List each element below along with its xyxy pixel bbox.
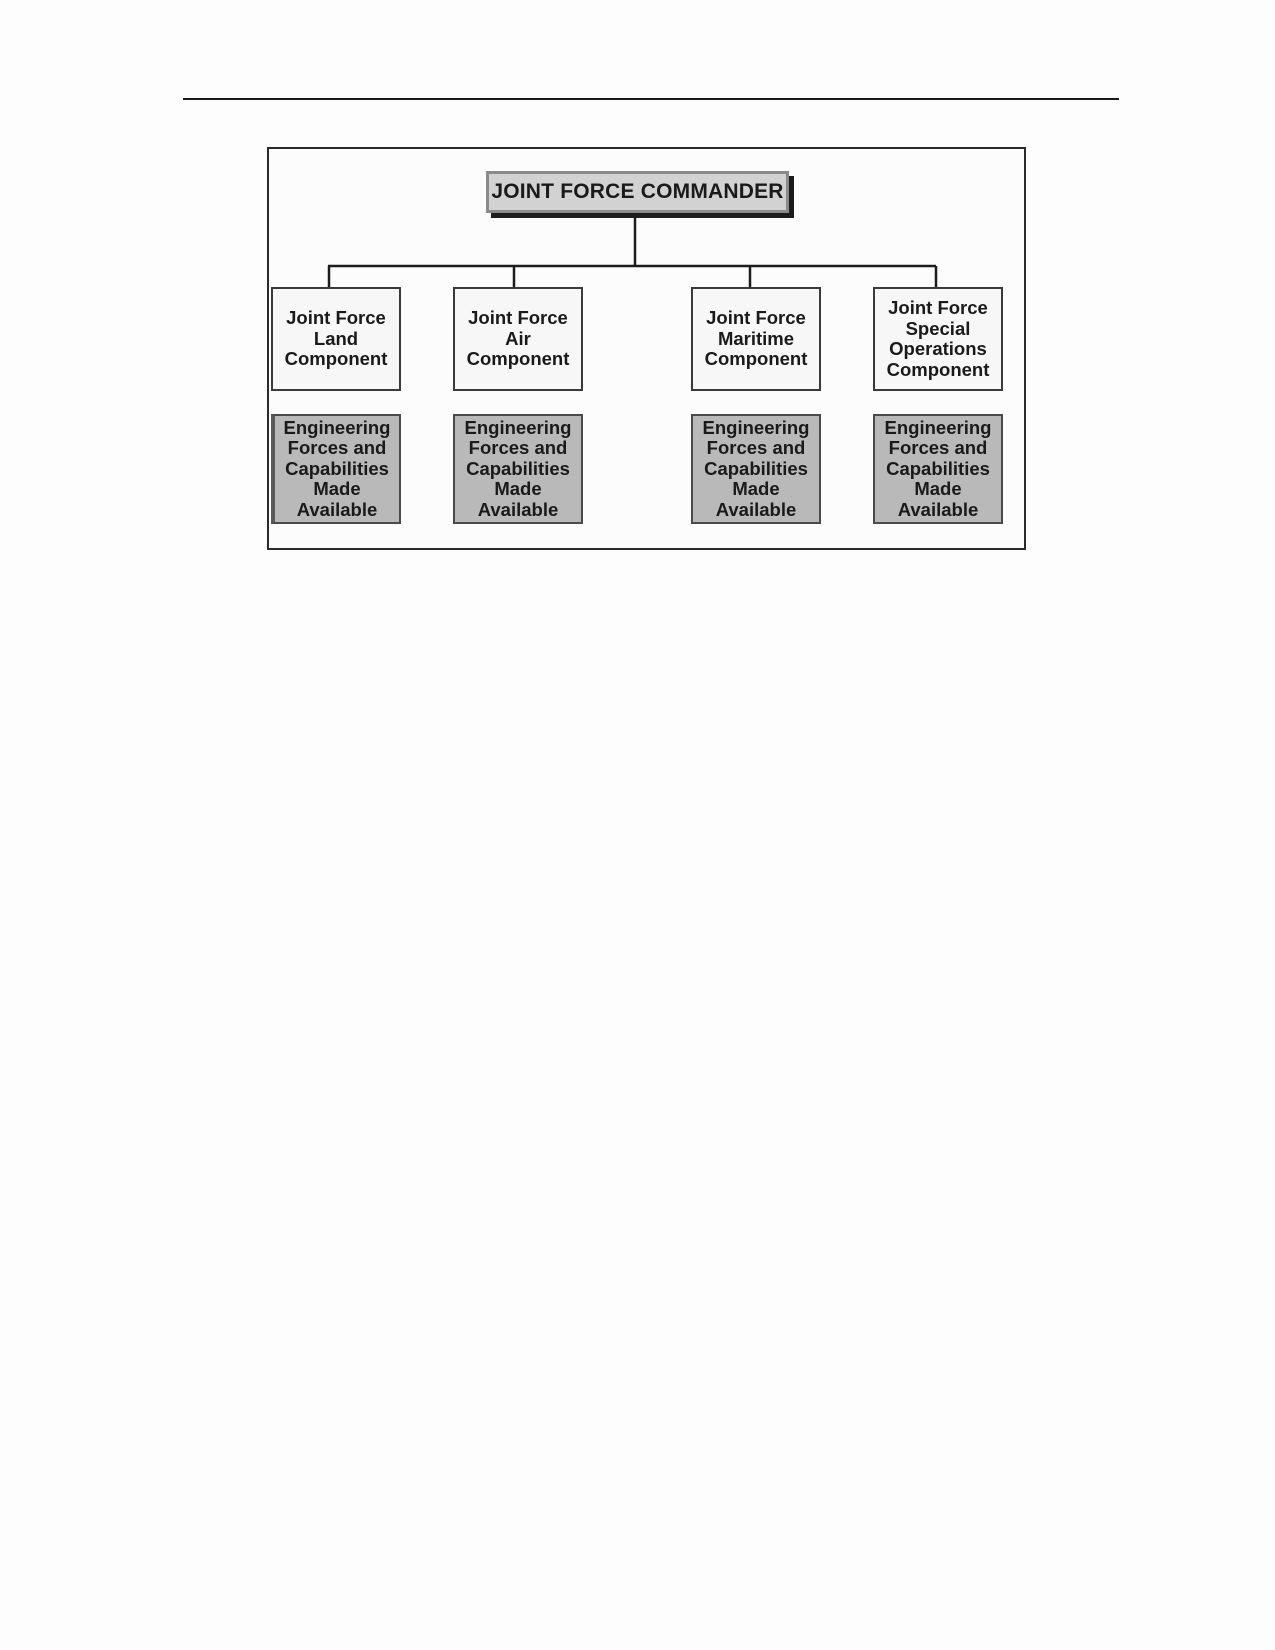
land-component-box: Joint Force Land Component: [271, 287, 401, 391]
special-operations-component-box: Joint Force Special Operations Component: [873, 287, 1003, 391]
air-component-box: Joint Force Air Component: [453, 287, 583, 391]
maritime-component-box: Joint Force Maritime Component: [691, 287, 821, 391]
land-capabilities-box: Engineering Forces and Capabilities Made…: [271, 414, 401, 524]
air-capabilities-box: Engineering Forces and Capabilities Made…: [453, 414, 583, 524]
special-operations-capabilities-box: Engineering Forces and Capabilities Made…: [873, 414, 1003, 524]
maritime-capabilities-box: Engineering Forces and Capabilities Made…: [691, 414, 821, 524]
joint-force-commander-box: JOINT FORCE COMMANDER: [486, 171, 789, 213]
page-header-rule: [183, 98, 1119, 100]
